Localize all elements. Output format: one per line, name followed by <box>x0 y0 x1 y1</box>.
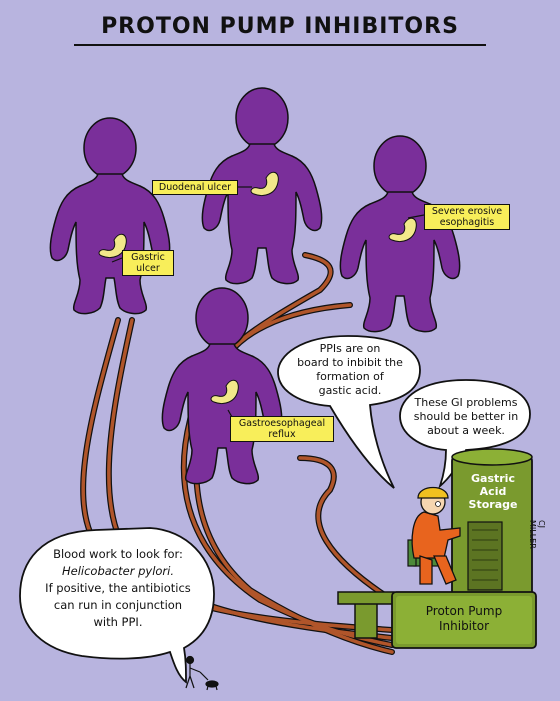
blood-line-5: with PPI. <box>93 615 143 629</box>
worker <box>407 486 461 585</box>
bubble-ppi-text: PPIs are on board to inbibit the formati… <box>282 342 418 398</box>
ppi-line-2: board to inbibit the <box>297 356 403 369</box>
label-esophagitis: Severe erosive esophagitis <box>424 204 510 230</box>
storage-label: Gastric Acid Storage <box>456 472 530 511</box>
proton-pump-machine <box>337 591 537 649</box>
person-reflux <box>161 287 283 485</box>
stomach-icon <box>250 171 279 196</box>
blood-line-2: Helicobacter pylori. <box>61 564 175 578</box>
person-esophagitis <box>339 135 461 333</box>
bubble-gi-text: These GI problems should be better in ab… <box>404 396 528 438</box>
gi-line-3: about a week. <box>427 424 505 437</box>
pump-label: Proton Pump Inhibitor <box>396 604 532 634</box>
stomach-icon <box>210 379 239 404</box>
gi-line-2: should be better in <box>413 410 519 423</box>
storage-line-1: Gastric <box>471 472 515 485</box>
stomach-icon <box>98 233 127 258</box>
speech-bubbles <box>19 335 531 684</box>
storage-line-3: Storage <box>468 498 518 511</box>
pump-line-2: Inhibitor <box>438 619 489 633</box>
stomach-icon <box>388 217 417 242</box>
pump-line-1: Proton Pump <box>425 604 503 618</box>
bubble-gi <box>399 379 531 489</box>
ppi-line-4: gastic acid. <box>318 384 382 397</box>
hard-hat-icon <box>417 486 449 499</box>
blood-line-1: Blood work to look for: <box>53 547 183 561</box>
bubble-ppi <box>277 335 421 489</box>
bubble-blood-text: Blood work to look for: Helicobacter pyl… <box>24 546 212 631</box>
label-gastric-ulcer: Gastric ulcer <box>122 250 174 276</box>
title: PROTON PUMP INHIBITORS <box>101 14 459 39</box>
person-walking-dog <box>185 655 219 691</box>
person-duodenal-ulcer <box>201 87 323 285</box>
ppi-line-3: formation of <box>316 370 384 383</box>
storage-line-2: Acid <box>479 485 507 498</box>
ppi-line-1: PPIs are on <box>319 342 381 355</box>
blood-line-3: If positive, the antibiotics <box>45 581 191 595</box>
artist-signature: CJ MILLER <box>528 520 546 549</box>
label-reflux: Gastroesophageal reflux <box>230 416 334 442</box>
label-duodenal-ulcer: Duodenal ulcer <box>152 180 238 195</box>
gi-line-1: These GI problems <box>414 396 518 409</box>
blood-line-4: can run in conjunction <box>53 598 183 612</box>
bubble-blood <box>19 527 215 684</box>
person-gastric-ulcer <box>49 117 171 315</box>
title-underline <box>74 44 486 46</box>
